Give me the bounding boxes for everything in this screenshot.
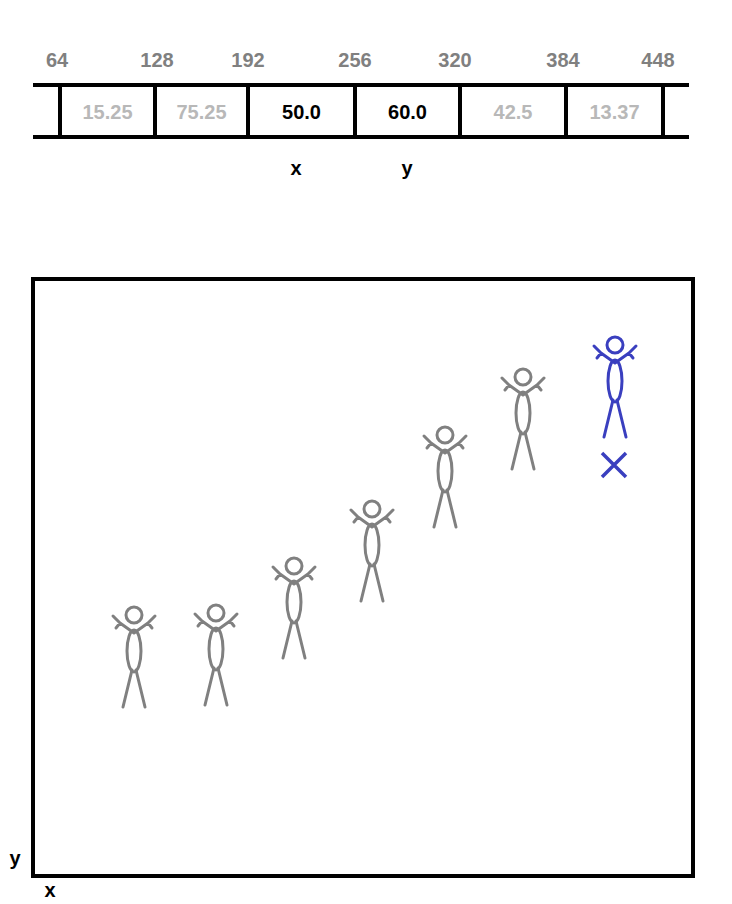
cell-value: 13.37: [589, 101, 639, 123]
axis-label: y: [9, 847, 20, 869]
stick-figure: [113, 607, 155, 707]
stick-figure: [195, 605, 237, 705]
cell-value: 75.25: [176, 101, 226, 123]
memory-cell: 13.37: [568, 88, 661, 135]
memory-cell: 50.0: [250, 88, 353, 135]
memory-cell: 75.25: [157, 88, 246, 135]
address-label: 64: [46, 49, 68, 71]
field-name: x: [290, 157, 301, 179]
cell-value: 50.0: [282, 101, 321, 123]
scene-frame: [33, 279, 693, 876]
stick-figure: [351, 501, 393, 601]
stick-figure: [502, 369, 544, 469]
address-label: 128: [140, 49, 173, 71]
cell-value: 60.0: [388, 101, 427, 123]
memory-cell: 15.25: [62, 88, 153, 135]
cell-value: 42.5: [494, 101, 533, 123]
memory-strip: [33, 85, 689, 137]
address-label: 448: [641, 49, 674, 71]
stick-figure: [273, 558, 315, 658]
memory-cell: 60.0: [357, 88, 458, 135]
address-label: 320: [438, 49, 471, 71]
axis-label: x: [44, 879, 55, 901]
memory-cell: 42.5: [462, 88, 564, 135]
target-mark: [602, 453, 626, 477]
current-figure: [594, 337, 636, 437]
address-label: 384: [546, 49, 579, 71]
field-name: y: [401, 157, 412, 179]
address-label: 256: [338, 49, 371, 71]
address-label: 192: [231, 49, 264, 71]
stick-figure: [424, 427, 466, 527]
cell-value: 15.25: [82, 101, 132, 123]
